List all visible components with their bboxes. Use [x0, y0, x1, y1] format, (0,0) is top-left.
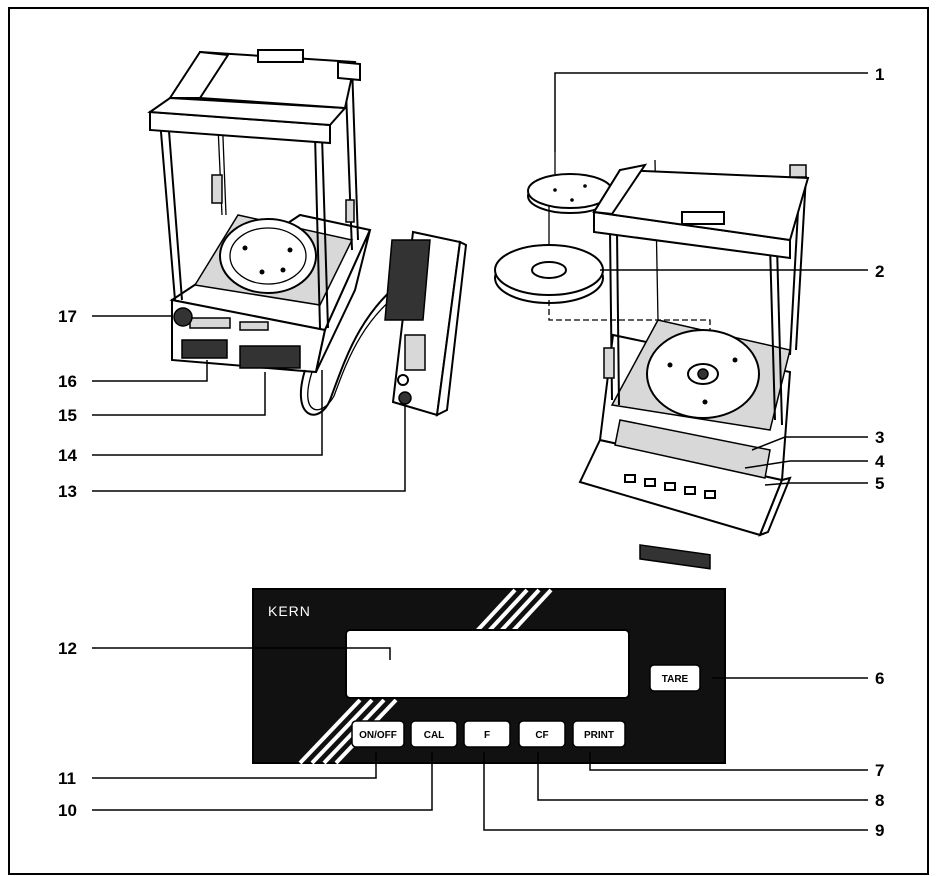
- leader-lines: [92, 72, 868, 831]
- callout-numbers: 1 2 3 4 5 6 7 8 9 10 11 12 13 14 15 16 1…: [58, 65, 885, 840]
- callout-14: 14: [58, 446, 77, 465]
- callout-7: 7: [875, 761, 884, 780]
- callout-17: 17: [58, 307, 77, 326]
- display-window: [345, 629, 630, 699]
- display-panel: KERN TARE ON/OFF CAL F CF PRINT: [252, 588, 726, 765]
- callout-5: 5: [875, 474, 884, 493]
- callout-6: 6: [875, 669, 884, 688]
- f-key[interactable]: F: [463, 720, 511, 748]
- balance-front-view: [578, 159, 810, 570]
- callout-10: 10: [58, 801, 77, 820]
- callout-4: 4: [875, 452, 885, 471]
- tare-key-label: TARE: [662, 674, 689, 685]
- callout-15: 15: [58, 406, 77, 425]
- callout-16: 16: [58, 372, 77, 391]
- connecting-cable: [299, 274, 411, 416]
- callout-8: 8: [875, 791, 884, 810]
- weighing-pan-exploded: [494, 152, 711, 360]
- cf-key[interactable]: CF: [518, 720, 566, 748]
- tare-key[interactable]: TARE: [649, 664, 701, 692]
- print-key-label: PRINT: [584, 730, 614, 741]
- f-key-label: F: [484, 730, 490, 741]
- callout-2: 2: [875, 262, 884, 281]
- print-key[interactable]: PRINT: [572, 720, 626, 748]
- callout-11: 11: [58, 769, 76, 788]
- on-off-key-label: ON/OFF: [359, 730, 397, 741]
- callout-3: 3: [875, 428, 884, 447]
- cal-key-label: CAL: [424, 730, 445, 741]
- remote-display-unit: [384, 230, 468, 417]
- cf-key-label: CF: [535, 730, 548, 741]
- callout-9: 9: [875, 821, 884, 840]
- cal-key[interactable]: CAL: [410, 720, 458, 748]
- balance-rear-view: [147, 49, 372, 374]
- callout-12: 12: [58, 639, 77, 658]
- callout-13: 13: [58, 482, 77, 501]
- callout-1: 1: [875, 65, 884, 84]
- on-off-key[interactable]: ON/OFF: [351, 720, 405, 748]
- brand-logo: KERN: [268, 603, 311, 619]
